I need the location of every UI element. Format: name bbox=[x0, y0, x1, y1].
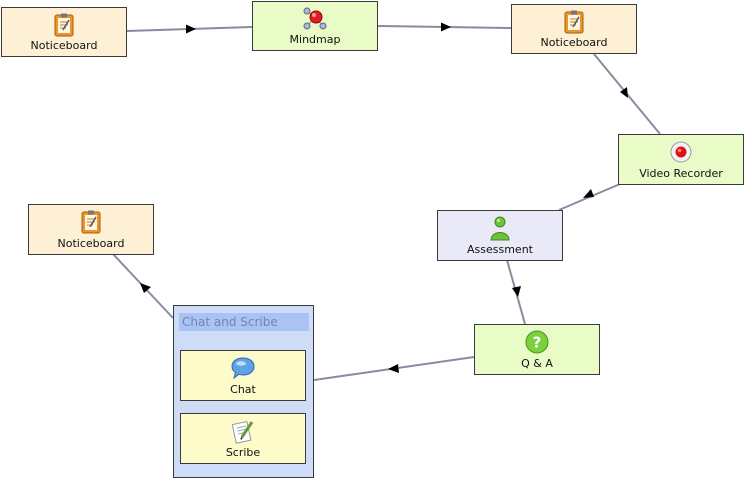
notepad-pencil-icon bbox=[231, 420, 254, 444]
svg-text:?: ? bbox=[533, 334, 542, 352]
node-label: Mindmap bbox=[289, 33, 341, 46]
arrowhead bbox=[186, 24, 196, 34]
chat-activity[interactable]: Chat bbox=[180, 350, 306, 401]
person-icon bbox=[490, 216, 510, 241]
chat-and-scribe-group[interactable]: Chat and Scribe Chat Scribe bbox=[173, 305, 314, 478]
assessment-node[interactable]: Assessment bbox=[437, 210, 563, 261]
arrowhead bbox=[583, 189, 594, 198]
scribe-activity[interactable]: Scribe bbox=[180, 413, 306, 464]
group-title: Chat and Scribe bbox=[179, 313, 309, 331]
node-label: Noticeboard bbox=[540, 36, 608, 49]
arrowhead bbox=[441, 22, 451, 32]
noticeboard-node-1[interactable]: Noticeboard bbox=[1, 7, 127, 57]
node-label: Q & A bbox=[521, 357, 553, 370]
arrowhead bbox=[620, 87, 628, 98]
arrowhead bbox=[512, 286, 521, 297]
node-label: Chat bbox=[230, 383, 256, 396]
noticeboard-node-2[interactable]: Noticeboard bbox=[511, 4, 637, 54]
noticeboard-icon bbox=[564, 10, 584, 34]
arrowhead bbox=[388, 364, 399, 373]
question-icon: ? bbox=[525, 330, 549, 354]
noticeboard-node-3[interactable]: Noticeboard bbox=[28, 204, 154, 255]
record-icon bbox=[670, 141, 692, 163]
node-label: Scribe bbox=[225, 446, 261, 459]
speech-bubble-icon bbox=[231, 357, 255, 380]
mindmap-node[interactable]: Mindmap bbox=[252, 1, 378, 51]
noticeboard-icon bbox=[54, 13, 74, 37]
node-label: Assessment bbox=[467, 243, 533, 256]
video-recorder-node[interactable]: Video Recorder bbox=[618, 134, 744, 185]
node-label: Video Recorder bbox=[639, 167, 723, 180]
noticeboard-icon bbox=[81, 210, 101, 234]
mindmap-icon bbox=[303, 7, 327, 30]
arrowhead bbox=[140, 283, 151, 293]
qa-node[interactable]: ? Q & A bbox=[474, 324, 600, 375]
node-label: Noticeboard bbox=[30, 39, 98, 52]
node-label: Noticeboard bbox=[57, 237, 125, 250]
